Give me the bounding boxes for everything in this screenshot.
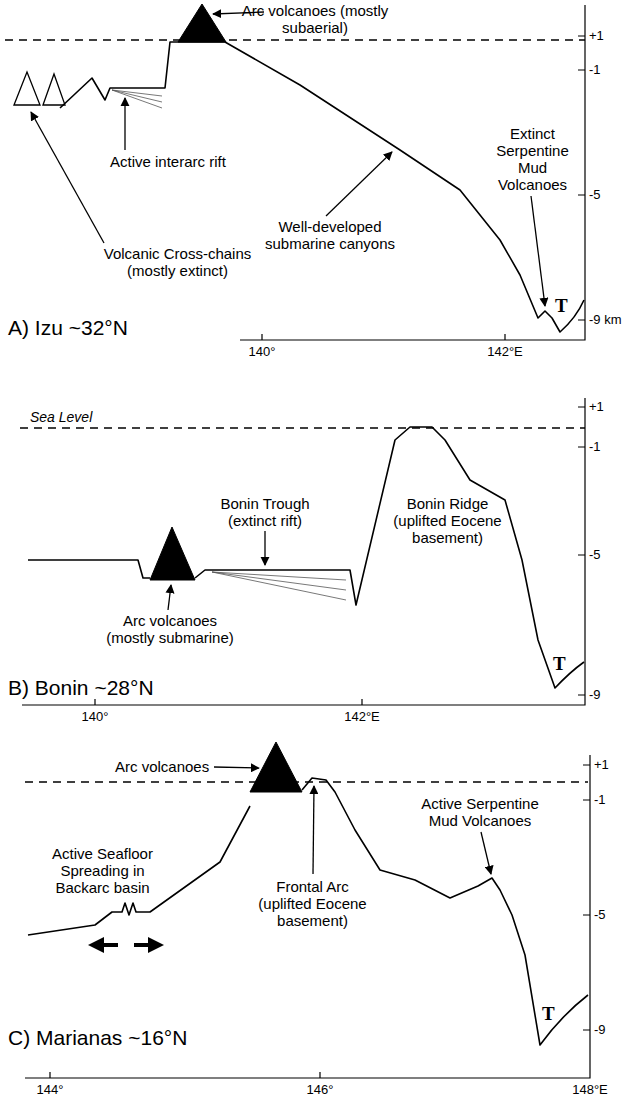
leader-arrow: [313, 786, 314, 874]
axis-line: [22, 5, 590, 1078]
extinct-volcano-symbol: [14, 72, 40, 105]
axis-tick-label: 144°: [37, 1082, 64, 1097]
sea-level-line: [5, 39, 585, 40]
axis-line: [240, 5, 585, 340]
arc-volcano-symbol: [178, 4, 226, 42]
callout-text: Extinct Serpentine Mud Volcanoes: [490, 125, 575, 193]
axis-tick-label: -5: [589, 547, 601, 562]
leader-arrow: [31, 112, 104, 243]
seafloor-profile: [60, 42, 584, 332]
spreading-arrow: [134, 943, 156, 947]
axis-tick-label: 142°E: [487, 344, 523, 359]
axis-tick-label: +1: [589, 399, 604, 414]
axis-line: [262, 36, 585, 340]
axis-tick-label: -9: [594, 1022, 606, 1037]
sea-level-line: [20, 427, 585, 428]
seafloor-profile: [28, 427, 584, 688]
leader-arrow: [124, 98, 125, 150]
sea-level-line: [5, 40, 588, 782]
axis-tick-label: 140°: [82, 709, 109, 724]
panel-title: B) Bonin ~28°N: [8, 676, 154, 700]
seafloor-profile: [28, 778, 588, 1045]
callout-text: Frontal Arc (uplifted Eocene basement): [250, 878, 375, 929]
axis-tick-label: -5: [594, 907, 606, 922]
rift-fill-lines: [212, 572, 346, 590]
axis-tick-label: 142°E: [344, 709, 380, 724]
panel-title: C) Marianas ~16°N: [8, 1026, 187, 1050]
spreading-arrow: [96, 943, 156, 947]
axis-tick-label: -5: [589, 187, 601, 202]
trench-label: T: [555, 296, 568, 316]
axis-tick-label: -9 km: [589, 312, 622, 327]
callout-text: Arc volcanoes: [115, 758, 209, 775]
rift-fill-lines: [112, 90, 162, 108]
axis-tick-label: -1: [589, 62, 601, 77]
leader-arrow: [264, 531, 265, 565]
callout-text: Active interarc rift: [110, 153, 226, 170]
axis-tick-label: 146°: [307, 1082, 334, 1097]
arc-volcano-symbol: [150, 527, 195, 580]
axis-tick-label: -9: [589, 687, 601, 702]
callout-text: Volcanic Cross-chains (mostly extinct): [95, 245, 260, 279]
axis-tick-label: -1: [589, 439, 601, 454]
trench-label: T: [542, 1004, 555, 1024]
axis-line: [22, 398, 585, 705]
extinct-volcano-symbol: [43, 74, 65, 105]
callout-text: Bonin Ridge (uplifted Eocene basement): [385, 495, 510, 546]
rift-fill-lines: [212, 572, 346, 600]
leader-arrow: [531, 196, 545, 306]
extinct-volcano-symbol: [14, 72, 65, 105]
trench-label: T: [553, 654, 566, 674]
leader-arrow: [481, 832, 491, 874]
leader-arrow: [31, 12, 545, 874]
axis-tick-label: -1: [594, 792, 606, 807]
leader-arrow: [326, 152, 392, 216]
leader-arrow: [168, 585, 171, 610]
leader-arrow: [214, 767, 259, 768]
callout-text: Arc volcanoes (mostly submarine): [100, 612, 240, 646]
callout-text: Active Serpentine Mud Volcanoes: [410, 795, 550, 829]
callout-text: Well-developed submarine canyons: [260, 218, 400, 252]
seafloor-profile: [28, 42, 588, 1045]
rift-fill-lines: [112, 90, 162, 102]
sea-level-label: Sea Level: [30, 409, 92, 425]
callout-text: Arc volcanoes (mostly subaerial): [240, 2, 390, 36]
axis-tick-label: 148°E: [572, 1082, 608, 1097]
axis-tick-label: +1: [589, 28, 604, 43]
sea-level-line: [25, 781, 588, 782]
callout-text: Active Seafloor Spreading in Backarc bas…: [40, 845, 165, 896]
arc-volcano-symbol: [250, 742, 302, 792]
axis-line: [95, 407, 585, 705]
spreading-arrow: [96, 943, 118, 947]
panel-title: A) Izu ~32°N: [8, 316, 128, 340]
axis-tick-label: 140°: [249, 344, 276, 359]
callout-text: Bonin Trough (extinct rift): [200, 495, 330, 529]
arc-volcano-symbol: [150, 4, 302, 792]
axis-tick-label: +1: [594, 757, 609, 772]
